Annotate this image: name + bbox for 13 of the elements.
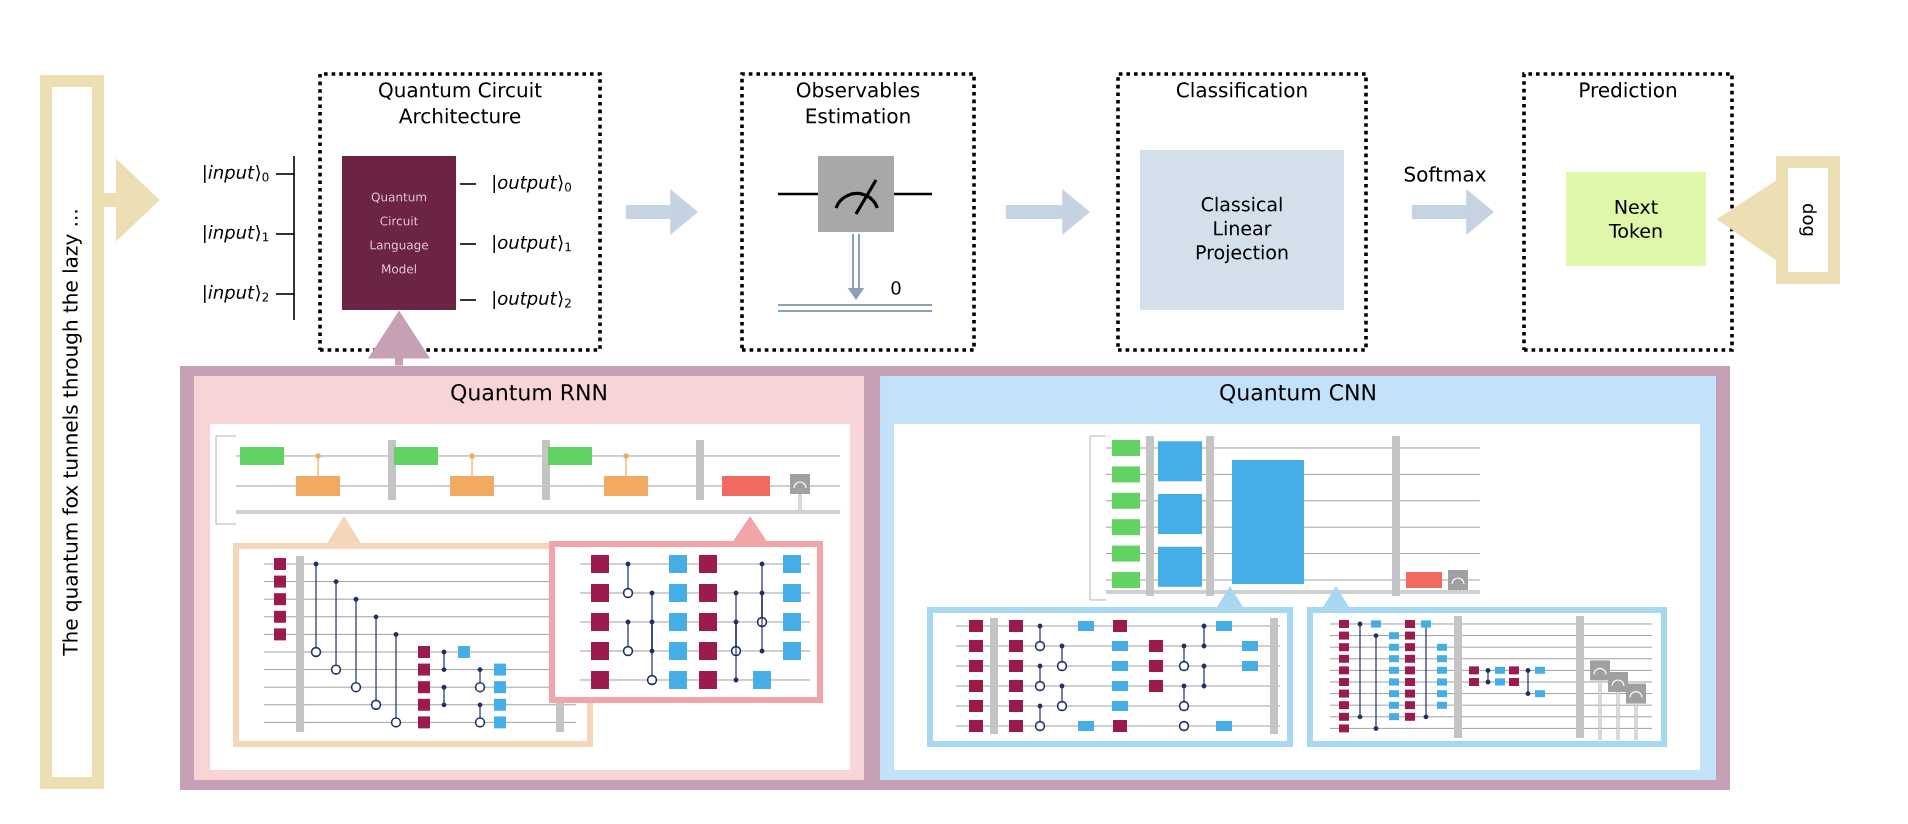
ket-label: |input⟩$_{2}$ [204,285,269,303]
ket-label: |output⟩$_{1}$ [493,235,571,253]
ket-label: |output⟩$_{0}$ [493,175,572,193]
edge-label: Softmax [1401,164,1489,184]
output-token-tag: dog [1776,156,1840,284]
ket-label: |input⟩$_{1}$ [204,225,269,243]
projection-box: Classical Linear Projection [1140,150,1344,310]
input-text-tag: The quantum fox tunnels through the lazy ... [40,75,105,789]
token-box: Next Token [1566,172,1706,266]
bit-label: 0 [891,281,901,295]
ket-label: |output⟩$_{2}$ [493,291,571,309]
ket-label: |input⟩$_{0}$ [204,165,269,183]
arrow [1716,180,1777,260]
